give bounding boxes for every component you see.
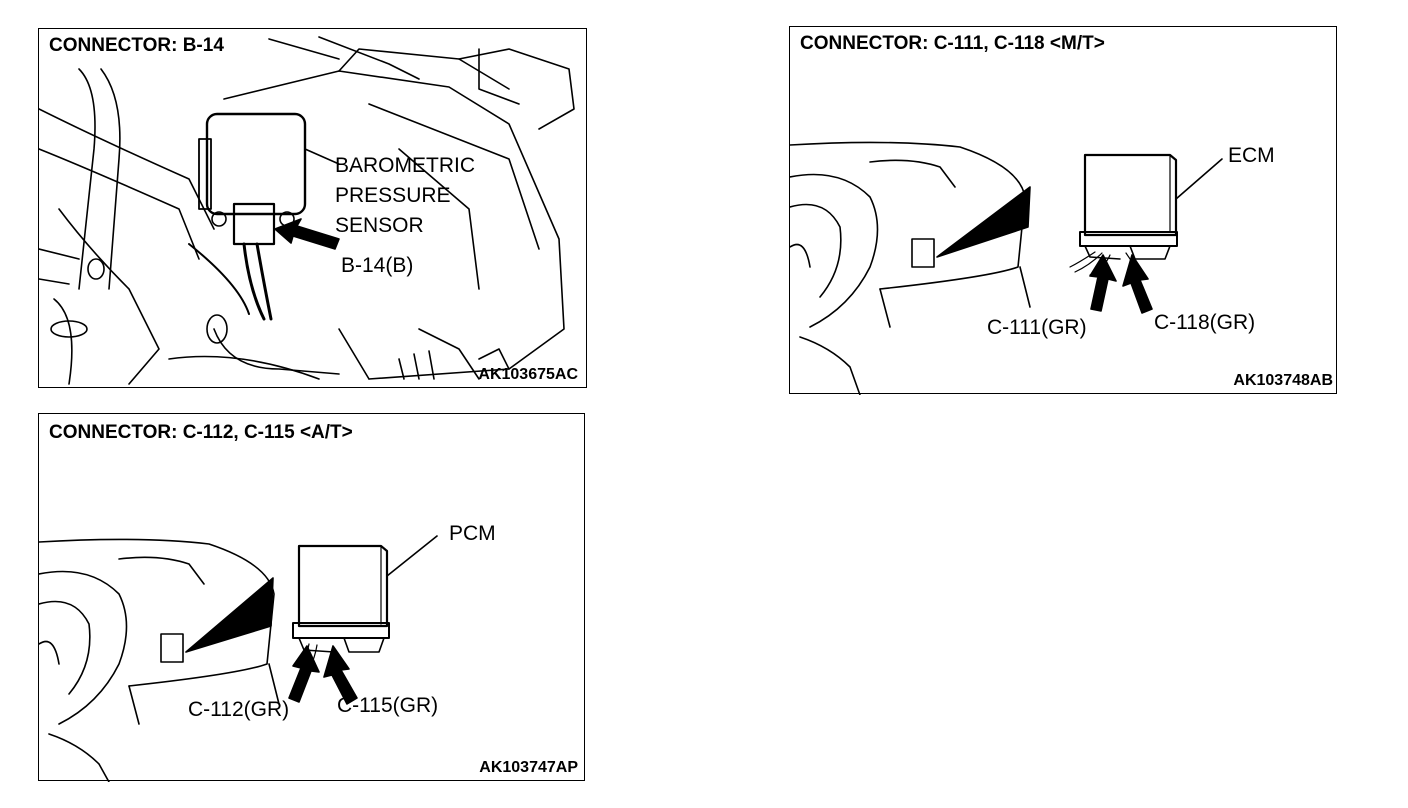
- connector-label-c118: C-118(GR): [1154, 311, 1256, 334]
- engine-bay-illustration: [39, 29, 588, 389]
- sensor-label-line-2: PRESSURE: [335, 184, 451, 207]
- panel-connector-c112-c115: CONNECTOR: C-112, C-115 <A/T> PCM C-112(…: [38, 413, 585, 781]
- panel-connector-c111-c118: CONNECTOR: C-111, C-118 <M/T> ECM C-111(…: [789, 26, 1337, 394]
- figure-code: AK103675AC: [478, 366, 578, 383]
- panel-title: CONNECTOR: B-14: [49, 35, 224, 56]
- dashboard-ecm-illustration: [790, 27, 1338, 395]
- sensor-label-line-1: BAROMETRIC: [335, 154, 476, 177]
- panel-title: CONNECTOR: C-112, C-115 <A/T>: [49, 422, 353, 443]
- connector-label-b14: B-14(B): [341, 254, 414, 277]
- sensor-label-line-3: SENSOR: [335, 214, 424, 237]
- ecm-label: ECM: [1228, 144, 1275, 167]
- connector-label-c115: C-115(GR): [337, 694, 439, 717]
- figure-code: AK103748AB: [1233, 372, 1333, 389]
- pcm-label: PCM: [449, 522, 496, 545]
- connector-label-c111: C-111(GR): [987, 316, 1087, 339]
- connector-label-c112: C-112(GR): [188, 698, 290, 721]
- dashboard-pcm-illustration: [39, 414, 586, 782]
- panel-connector-b14: CONNECTOR: B-14 BAROMETRIC PRESSURE SENS…: [38, 28, 587, 388]
- figure-code: AK103747AP: [479, 759, 578, 776]
- panel-title: CONNECTOR: C-111, C-118 <M/T>: [800, 33, 1105, 54]
